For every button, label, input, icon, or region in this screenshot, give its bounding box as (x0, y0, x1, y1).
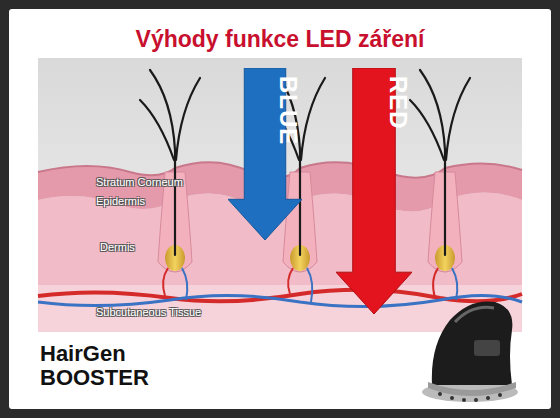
device-image (422, 301, 518, 402)
layer-label: Stratum Corneum (96, 176, 183, 188)
light-arrow: BLUE (228, 68, 302, 240)
layer-label: Epidermis (96, 195, 145, 207)
diagram-title: Výhody funkce LED záření (0, 26, 560, 53)
arrow-label: BLUE (228, 76, 302, 145)
layer-label: Dermis (100, 241, 135, 253)
brand-logo: HairGen BOOSTER (40, 342, 140, 390)
layer-label: Subcutaneous Tissue (96, 306, 201, 318)
light-arrow: RED (336, 68, 412, 314)
arrow-label: RED (336, 76, 412, 130)
